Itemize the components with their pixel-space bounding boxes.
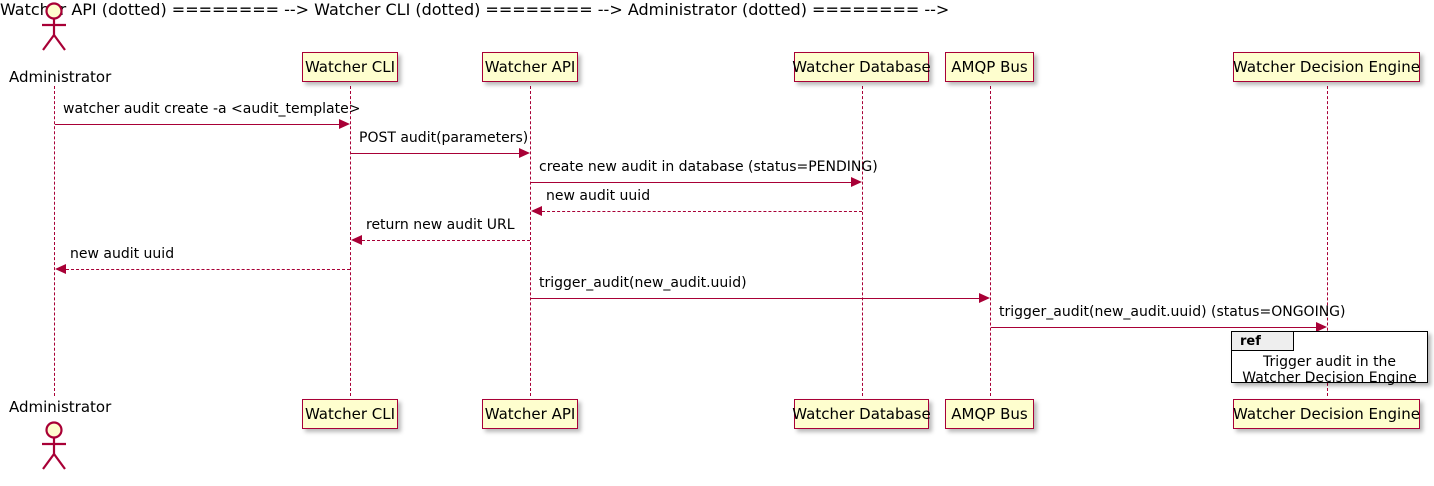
ref-line: Watcher Decision Engine — [1242, 370, 1417, 386]
ref-line: Trigger audit in the — [1262, 354, 1397, 370]
arrowhead-left-icon — [55, 264, 66, 274]
participant-label: Watcher API — [484, 57, 576, 76]
actor-label-administrator: Administrator — [9, 68, 112, 86]
participant-footer-watcher-cli[interactable]: Watcher CLI — [302, 399, 398, 429]
arrowhead-right-icon — [979, 293, 990, 303]
message-label: create new audit in database (status=PEN… — [539, 159, 878, 175]
lifeline-watcher-decision-engine — [1327, 86, 1328, 396]
message-arrow — [542, 211, 862, 212]
participant-footer-watcher-api[interactable]: Watcher API — [482, 399, 578, 429]
participant-label: Watcher CLI — [304, 404, 396, 423]
lifeline-watcher-database — [862, 86, 863, 396]
actor-icon-administrator-footer — [36, 421, 72, 470]
arrowhead-left-icon — [531, 206, 542, 216]
participant-label: Watcher CLI — [304, 57, 396, 76]
participant-footer-watcher-database[interactable]: Watcher Database — [792, 399, 931, 429]
ref-tab-label: ref — [1232, 332, 1294, 351]
participant-watcher-decision-engine[interactable]: Watcher Decision Engine — [1233, 52, 1420, 82]
ref-fragment: ref Trigger audit in the Watcher Decisio… — [1231, 331, 1428, 386]
participant-label: Watcher API — [484, 404, 576, 423]
message-label: POST audit(parameters) — [359, 130, 529, 146]
message-arrow — [351, 153, 519, 154]
actor-label-administrator-footer: Administrator — [9, 398, 112, 416]
message-label: new audit uuid — [546, 188, 651, 204]
participant-label: AMQP Bus — [951, 404, 1028, 423]
participant-watcher-database[interactable]: Watcher Database — [792, 52, 931, 82]
participant-footer-amqp-bus[interactable]: AMQP Bus — [945, 399, 1034, 429]
arrowhead-left-icon — [351, 235, 362, 245]
participant-label: AMQP Bus — [951, 57, 1028, 76]
message-label: watcher audit create -a <audit_template> — [63, 101, 361, 117]
participant-label: Watcher Decision Engine — [1233, 404, 1420, 423]
message-label: return new audit URL — [366, 217, 515, 233]
arrowhead-right-icon — [339, 119, 350, 129]
ref-fragment-body: Trigger audit in the Watcher Decision En… — [1232, 354, 1427, 386]
ref-tab-clip: ref — [1232, 332, 1294, 351]
message-label: new audit uuid — [70, 246, 175, 262]
lifeline-amqp-bus — [990, 86, 991, 396]
participant-label: Watcher Database — [792, 404, 931, 423]
actor-icon-administrator — [36, 2, 72, 51]
arrowhead-right-icon — [851, 177, 862, 187]
participant-watcher-api[interactable]: Watcher API — [482, 52, 578, 82]
message-arrow — [991, 327, 1316, 328]
participant-label: Watcher Database — [792, 57, 931, 76]
lifeline-administrator — [54, 86, 55, 396]
message-arrow — [531, 182, 851, 183]
lifeline-watcher-cli — [350, 86, 351, 396]
participant-watcher-cli[interactable]: Watcher CLI — [302, 52, 398, 82]
message-label: trigger_audit(new_audit.uuid) — [539, 275, 747, 291]
participant-label: Watcher Decision Engine — [1233, 57, 1420, 76]
message-arrow — [66, 269, 350, 270]
message-arrow — [362, 240, 530, 241]
lifeline-watcher-api — [530, 86, 531, 396]
arrowhead-right-icon — [519, 148, 530, 158]
participant-amqp-bus[interactable]: AMQP Bus — [945, 52, 1034, 82]
arrowhead-right-icon — [1316, 322, 1327, 332]
message-label: trigger_audit(new_audit.uuid) (status=ON… — [999, 304, 1346, 320]
participant-footer-watcher-decision-engine[interactable]: Watcher Decision Engine — [1233, 399, 1420, 429]
message-arrow — [55, 124, 339, 125]
message-arrow — [531, 298, 979, 299]
